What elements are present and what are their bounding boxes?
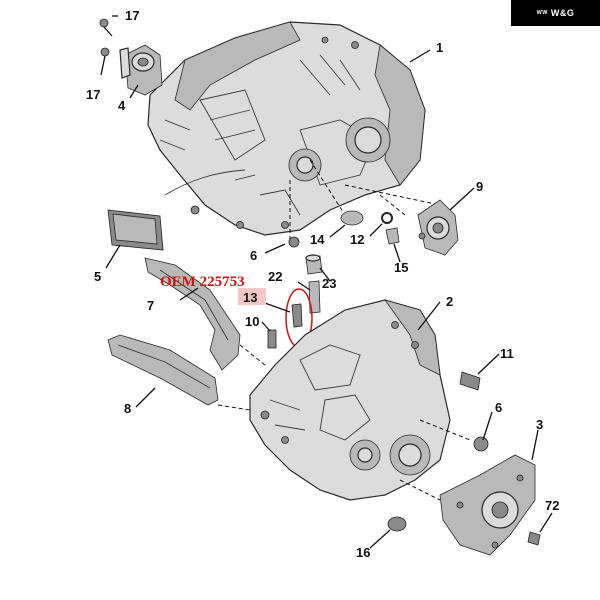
callout-1: 1: [436, 40, 443, 55]
brand-logo: ᵂᵂ W&G: [511, 0, 600, 26]
part-7-shift-fork: [144, 257, 241, 371]
callout-15: 15: [394, 260, 408, 275]
part-72-bolt: [527, 531, 541, 546]
part-4-guide-bracket: [119, 44, 163, 96]
callout-4: 4: [118, 98, 126, 113]
part-16-plug: [387, 516, 407, 532]
callout-8: 8: [124, 401, 131, 416]
part-11-plug-right: [459, 371, 481, 391]
part-1-clutch-housing: [147, 21, 426, 236]
part-17-bolt-lower: [100, 47, 110, 76]
callout-72: 72: [545, 498, 559, 513]
callout-16: 16: [356, 545, 370, 560]
oem-part-number: OEM 225753: [160, 274, 245, 290]
part-10-bolt: [267, 329, 277, 349]
part-15-bushing: [385, 227, 400, 245]
callout-3: 3: [536, 417, 543, 432]
callout-12: 12: [350, 232, 364, 247]
callout-22: 22: [268, 269, 282, 284]
part-8-guide-rail: [107, 334, 219, 406]
callout-2: 2: [446, 294, 453, 309]
callout-11: 11: [500, 346, 514, 361]
part-14-disc: [340, 210, 364, 226]
callout-17-upper: 17: [125, 8, 139, 23]
part-5-cover-plate: [107, 169, 246, 251]
part-3-end-cover: [439, 454, 536, 556]
part-17-bolt-upper: [99, 18, 113, 37]
callout-13: 13: [243, 290, 257, 305]
callout-6-lower: 6: [495, 400, 502, 415]
callout-23: 23: [322, 276, 336, 291]
part-6-plug-upper: [288, 236, 300, 248]
callout-5: 5: [94, 269, 101, 284]
callout-13-highlight: [238, 288, 266, 305]
part-2-gearbox-housing: [249, 299, 451, 501]
callout-10: 10: [245, 314, 259, 329]
part-9-selector-housing: [417, 199, 459, 256]
callout-9: 9: [476, 179, 483, 194]
callout-7: 7: [147, 298, 154, 313]
part-12-seal-ring: [381, 212, 393, 224]
part-23-cap: [305, 254, 323, 275]
callout-14: 14: [310, 232, 325, 247]
callout-6-upper: 6: [250, 248, 257, 263]
logo-mark-icon: ᵂᵂ: [536, 8, 548, 18]
callout-17-lower: 17: [86, 87, 100, 102]
part-6-plug-lower: [473, 436, 489, 452]
logo-text: W&G: [550, 8, 575, 18]
